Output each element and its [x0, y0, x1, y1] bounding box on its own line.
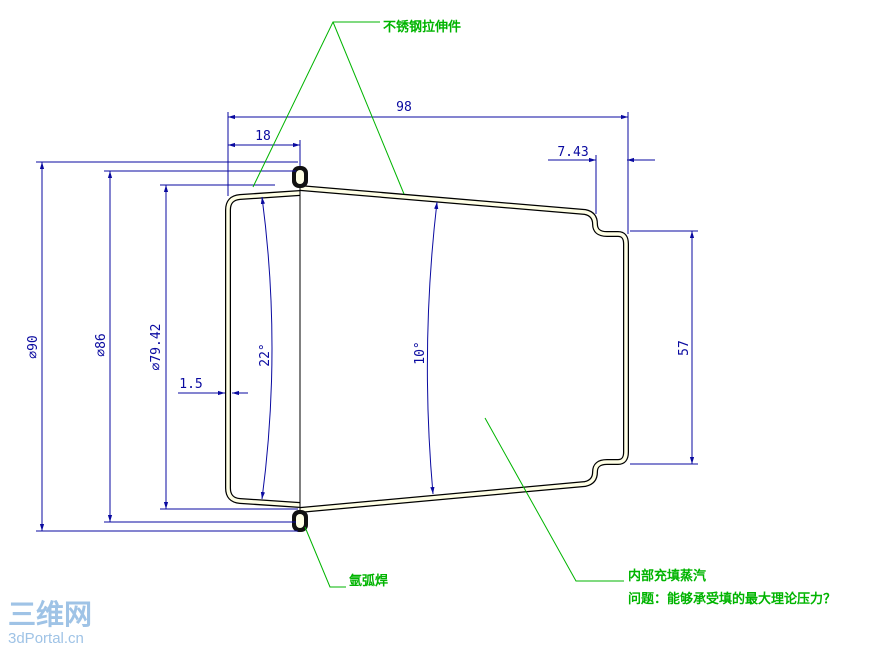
dim-outer-diameter: ⌀90: [26, 335, 41, 358]
dim-inner-diameter: ⌀79.42: [149, 324, 164, 371]
dim-neck-diameter: 57: [677, 340, 692, 356]
flange-weld-top: [292, 166, 308, 188]
dim-flange-diameter: ⌀86: [94, 333, 109, 356]
content-label: 内部充填蒸汽: [628, 568, 706, 584]
dim-end-angle: 22°: [258, 343, 273, 366]
flange-weld-bottom: [292, 510, 308, 532]
question-label: 问题：能够承受填的最大理论压力？: [628, 591, 836, 607]
watermark-site: 3dPortal.cn: [8, 630, 84, 647]
dim-taper-angle: 10°: [413, 341, 428, 364]
dim-wall-thickness: 1.5: [179, 377, 202, 392]
part-name-label: 不锈钢拉伸件: [383, 19, 461, 35]
dim-neck-length: 7.43: [557, 145, 588, 160]
dimension-lines: [36, 112, 698, 532]
leader-lines: [252, 21, 624, 588]
part-body: [225, 166, 629, 532]
weld-label: 氩弧焊: [349, 573, 388, 589]
dim-flange-offset: 18: [255, 129, 271, 144]
dim-overall-length: 98: [396, 100, 412, 115]
conical-shell: [299, 185, 629, 513]
watermark-logo: 三维网: [8, 599, 92, 630]
